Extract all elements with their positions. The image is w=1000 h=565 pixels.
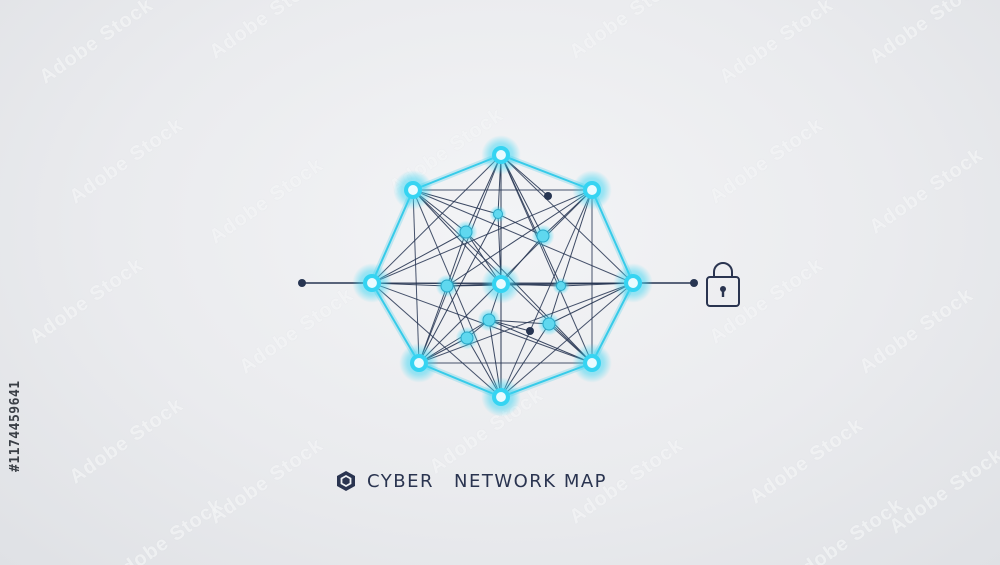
network-node-small xyxy=(493,209,503,219)
node-core xyxy=(496,392,506,402)
network-nodes xyxy=(352,135,653,417)
lock-icon xyxy=(706,262,740,307)
node-core xyxy=(414,358,424,368)
network-edge xyxy=(371,282,502,398)
network-node-small xyxy=(460,331,474,345)
caption-word-cyber: CYBER xyxy=(367,470,434,492)
network-node-dark xyxy=(544,192,552,200)
node-core xyxy=(367,278,377,288)
network-edge xyxy=(500,154,562,287)
network-edge xyxy=(418,213,499,364)
network-edge xyxy=(371,154,502,284)
network-node-dark xyxy=(526,327,534,335)
network-edge xyxy=(465,231,593,364)
network-node-small xyxy=(459,225,473,239)
network-node-small xyxy=(542,317,556,331)
endpoint-dot xyxy=(298,279,306,287)
network-edge xyxy=(500,154,634,284)
node-core xyxy=(496,279,506,289)
node-core xyxy=(587,185,597,195)
network-node-small xyxy=(536,229,550,243)
endpoint-dot xyxy=(690,279,698,287)
node-core xyxy=(628,278,638,288)
node-core xyxy=(408,185,418,195)
network-edge xyxy=(412,189,502,398)
caption-word-network-map: NETWORK MAP xyxy=(453,470,608,492)
network-edge xyxy=(371,189,593,284)
node-core xyxy=(587,358,597,368)
network-node-small xyxy=(482,313,496,327)
network-edge xyxy=(446,189,593,287)
network-edge xyxy=(412,189,420,364)
network-edge xyxy=(412,189,634,284)
network-node-small xyxy=(556,281,566,291)
network-node-small xyxy=(440,279,454,293)
network-edge xyxy=(446,282,634,287)
network-edge xyxy=(418,282,634,364)
caption: CYBER NETWORK MAP xyxy=(335,466,695,496)
hexagon-icon xyxy=(337,471,355,491)
node-core xyxy=(496,150,506,160)
